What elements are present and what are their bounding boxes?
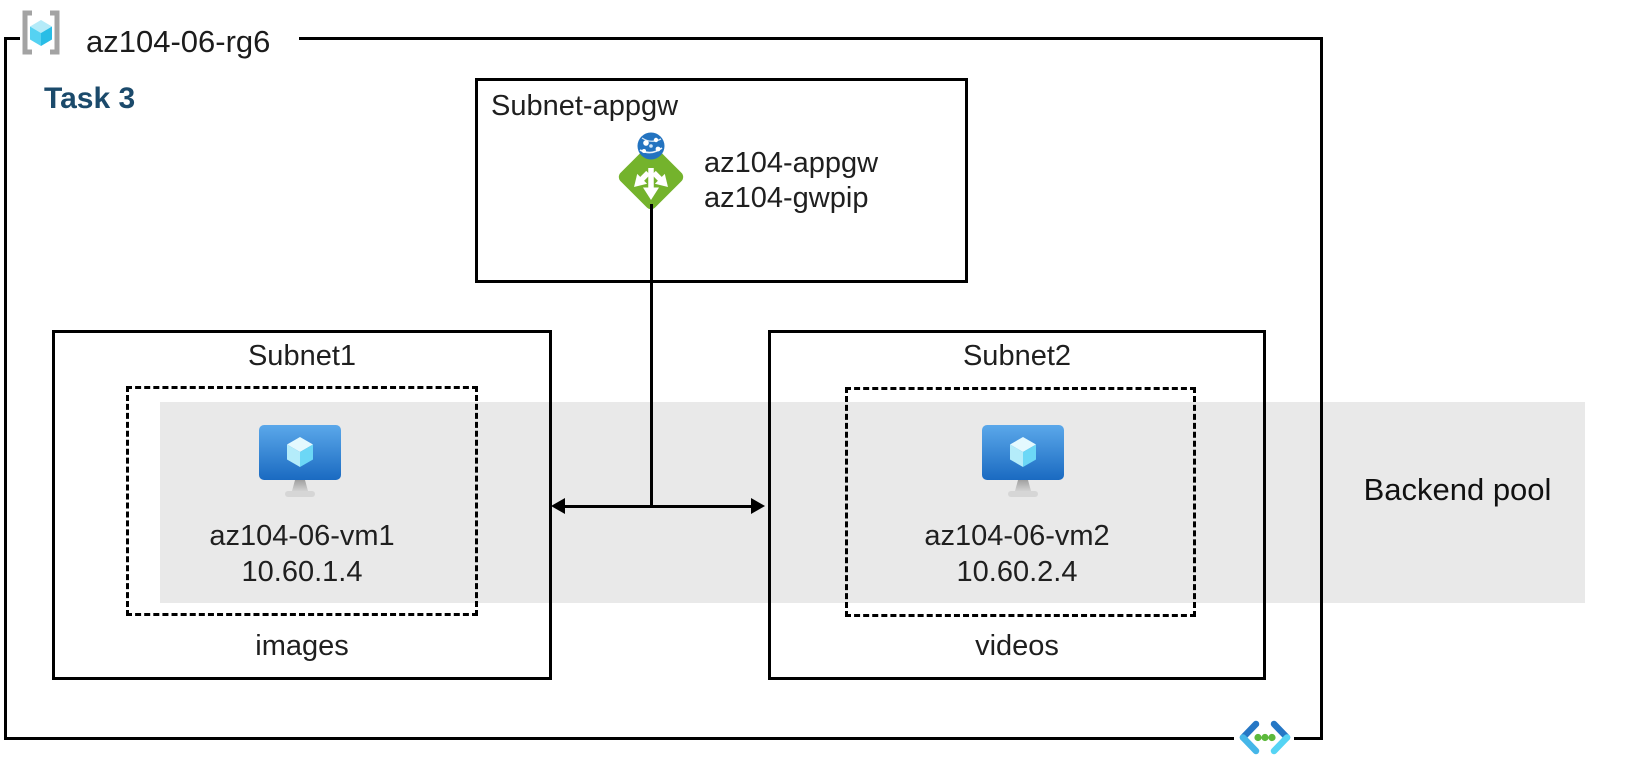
subnet2-caption: videos (975, 630, 1059, 662)
vm1-ip-label: 10.60.1.4 (241, 556, 363, 588)
resource-group-box (4, 38, 1323, 740)
vm2-name-label: az104-06-vm2 (924, 520, 1110, 552)
cube-right-face (41, 26, 52, 46)
subnet1-caption: images (255, 630, 349, 662)
vm-stand (292, 480, 308, 491)
vm2-ip-label: 10.60.2.4 (956, 556, 1078, 588)
gateway-arrows (634, 168, 668, 200)
resource-group-border-segment (4, 37, 20, 40)
vm1-name-label: az104-06-vm1 (209, 520, 395, 552)
connector-horizontal-line (562, 505, 756, 508)
virtual-network-icon (1234, 719, 1294, 756)
vnet-dots (1254, 733, 1276, 742)
cube-left-face (287, 444, 300, 467)
arrowhead-right-icon (751, 498, 765, 514)
bracket-right (50, 10, 60, 55)
arrowhead-left-icon (551, 498, 565, 514)
subnet1-title: Subnet1 (247, 340, 357, 372)
virtual-machine-icon (259, 425, 341, 497)
application-gateway-icon (618, 132, 684, 210)
globe-icon (637, 132, 665, 160)
backend-pool-label: Backend pool (1363, 472, 1552, 507)
cube-right-face (1023, 444, 1036, 467)
resource-group-icon (22, 10, 60, 55)
cube-left-face (1010, 444, 1023, 467)
subnet-appgw-box (475, 78, 968, 283)
virtual-machine-icon (982, 425, 1064, 497)
subnet-appgw-title: Subnet-appgw (491, 90, 679, 122)
resource-group-border-segment (299, 37, 1323, 40)
cube-right-face (300, 444, 313, 467)
vm-stand-base (285, 491, 315, 497)
vnet-chevrons (1239, 720, 1291, 755)
subnet1-dashed-box (126, 386, 478, 616)
subnet2-title: Subnet2 (962, 340, 1072, 372)
subnet2-dashed-box (845, 387, 1196, 617)
cube-left-face (30, 26, 41, 46)
backend-pool-band (160, 402, 1585, 603)
vm-stand (1015, 480, 1031, 491)
appgw-labels: az104-appgw az104-gwpip (704, 146, 878, 216)
resource-group-title: az104-06-rg6 (86, 24, 271, 59)
appgw-name-label: az104-appgw (704, 147, 879, 179)
connector-vertical-line (650, 204, 653, 507)
bracket-left (22, 10, 32, 55)
appgw-public-ip-label: az104-gwpip (704, 182, 869, 214)
subnet1-box (52, 330, 552, 680)
subnet2-box (768, 330, 1266, 680)
task-label: Task 3 (44, 82, 136, 115)
vm-stand-base (1008, 491, 1038, 497)
